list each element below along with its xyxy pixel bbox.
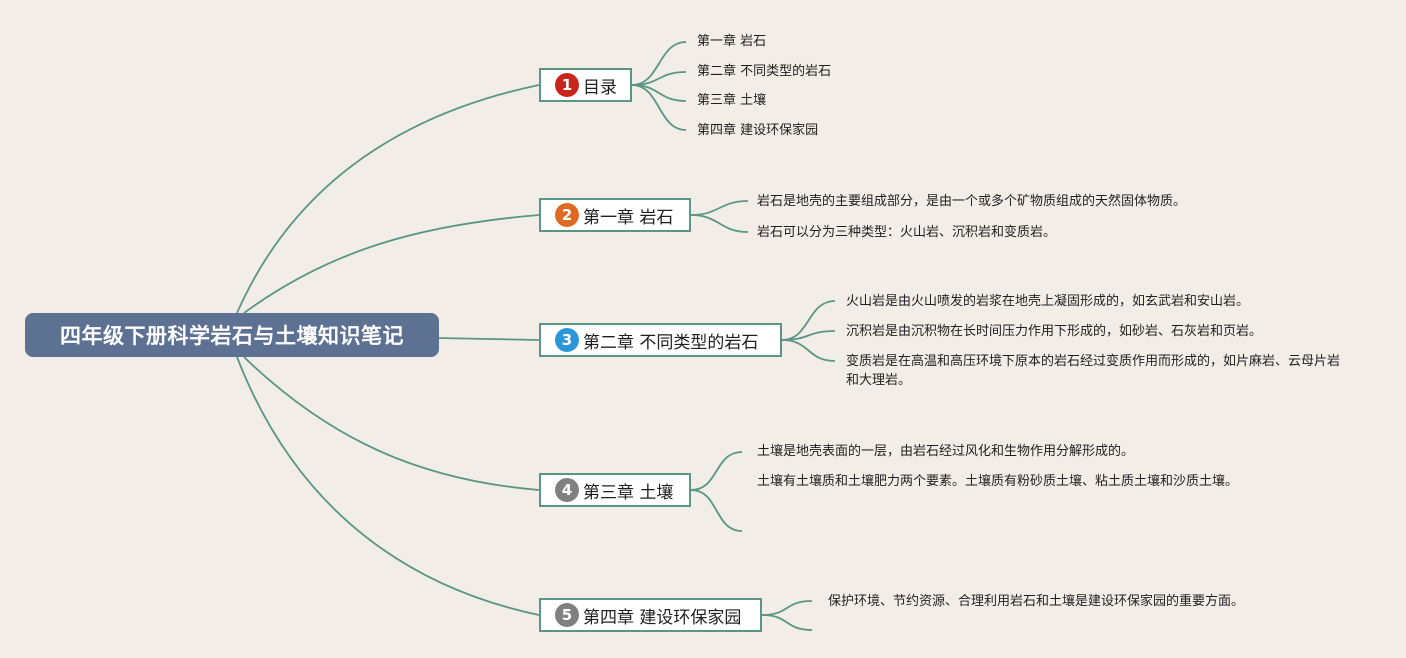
branch-topic-contents[interactable]: 1 目录 — [539, 68, 632, 102]
leaf-topic[interactable]: 土壤是地壳表面的一层，由岩石经过风化和生物作用分解形成的。 — [757, 442, 1134, 461]
branch-5-leaf-2-line — [761, 614, 813, 631]
root-to-branch-3-line — [436, 337, 540, 341]
root-to-branch-5-line — [236, 356, 540, 616]
leaf-topic-text: 第二章 不同类型的岩石 — [697, 64, 832, 79]
branch-topic-label: 第一章 岩石 — [583, 207, 674, 228]
leaf-topic[interactable]: 第四章 建设环保家园 — [697, 121, 818, 140]
leaf-topic-text: 第四章 建设环保家园 — [697, 123, 819, 138]
root-topic[interactable]: 四年级下册科学岩石与土壤知识笔记 — [25, 313, 439, 357]
leaf-topic-text: 保护环境、节约资源、合理利用岩石和土壤是建设环保家园的重要方面。 — [828, 594, 1245, 609]
branch-3-leaf-1-line — [781, 300, 836, 341]
branch-topic-label: 第三章 土壤 — [583, 482, 674, 503]
leaf-topic-text: 沉积岩是由沉积物在长时间压力作用下形成的，如砂岩、石灰岩和页岩。 — [846, 324, 1263, 339]
leaf-topic[interactable]: 保护环境、节约资源、合理利用岩石和土壤是建设环保家园的重要方面。 — [828, 592, 1244, 611]
leaf-topic-text: 岩石是地壳的主要组成部分，是由一个或多个矿物质组成的天然固体物质。 — [757, 194, 1187, 209]
number-badge-5: 5 — [555, 603, 579, 627]
leaf-topic[interactable]: 第二章 不同类型的岩石 — [697, 62, 831, 81]
root-to-branch-2-line — [243, 214, 540, 314]
root-topic-label: 四年级下册科学岩石与土壤知识笔记 — [60, 324, 404, 348]
leaf-topic[interactable]: 变质岩是在高温和高压环境下原本的岩石经过变质作用而形成的，如片麻岩、云母片岩和大… — [846, 352, 1340, 390]
root-to-branch-1-line — [236, 84, 540, 314]
branch-topic-chapter-1[interactable]: 2 第一章 岩石 — [539, 198, 691, 232]
leaf-topic-text: 第三章 土壤 — [697, 93, 767, 108]
number-badge-1: 1 — [555, 73, 579, 97]
number-badge-2: 2 — [555, 203, 579, 227]
leaf-topic[interactable]: 沉积岩是由沉积物在长时间压力作用下形成的，如砂岩、石灰岩和页岩。 — [846, 322, 1262, 341]
leaf-topic-text: 岩石可以分为三种类型：火山岩、沉积岩和变质岩。 — [757, 225, 1057, 240]
leaf-topic-text: 变质岩是在高温和高压环境下原本的岩石经过变质作用而形成的，如片麻岩、云母片岩和大… — [846, 354, 1341, 388]
branch-5-leaf-1-line — [761, 600, 813, 616]
branch-topic-label: 目录 — [583, 77, 617, 98]
branch-topic-chapter-2[interactable]: 3 第二章 不同类型的岩石 — [539, 323, 782, 357]
leaf-topic-text: 火山岩是由火山喷发的岩浆在地壳上凝固形成的，如玄武岩和安山岩。 — [846, 294, 1250, 309]
branch-topic-chapter-3[interactable]: 4 第三章 土壤 — [539, 473, 691, 507]
leaf-topic[interactable]: 土壤有土壤质和土壤肥力两个要素。土壤质有粉砂质土壤、粘土质土壤和沙质土壤。 — [757, 472, 1251, 491]
leaf-topic[interactable]: 第三章 土壤 — [697, 91, 766, 110]
leaf-topic[interactable]: 第一章 岩石 — [697, 32, 766, 51]
leaf-topic[interactable]: 岩石是地壳的主要组成部分，是由一个或多个矿物质组成的天然固体物质。 — [757, 192, 1186, 211]
branch-topic-label: 第二章 不同类型的岩石 — [583, 332, 759, 353]
leaf-topic-text: 土壤是地壳表面的一层，由岩石经过风化和生物作用分解形成的。 — [757, 444, 1135, 459]
branch-1-leaf-4-line — [631, 84, 687, 131]
branch-3-leaf-3-line — [781, 339, 836, 362]
branch-4-leaf-1-line — [690, 451, 743, 491]
leaf-topic[interactable]: 火山岩是由火山喷发的岩浆在地壳上凝固形成的，如玄武岩和安山岩。 — [846, 292, 1249, 311]
branch-topic-label: 第四章 建设环保家园 — [583, 607, 742, 628]
leaf-topic[interactable]: 岩石可以分为三种类型：火山岩、沉积岩和变质岩。 — [757, 223, 1056, 242]
branch-topic-chapter-4[interactable]: 5 第四章 建设环保家园 — [539, 598, 762, 632]
branch-2-leaf-1-line — [690, 200, 749, 216]
number-badge-4: 4 — [555, 478, 579, 502]
branch-4-leaf-2-line — [690, 489, 743, 532]
branch-2-leaf-2-line — [690, 214, 749, 233]
number-badge-3: 3 — [555, 328, 579, 352]
leaf-topic-text: 第一章 岩石 — [697, 34, 767, 49]
leaf-topic-text: 土壤有土壤质和土壤肥力两个要素。土壤质有粉砂质土壤、粘土质土壤和沙质土壤。 — [757, 474, 1239, 489]
root-to-branch-4-line — [243, 356, 540, 491]
